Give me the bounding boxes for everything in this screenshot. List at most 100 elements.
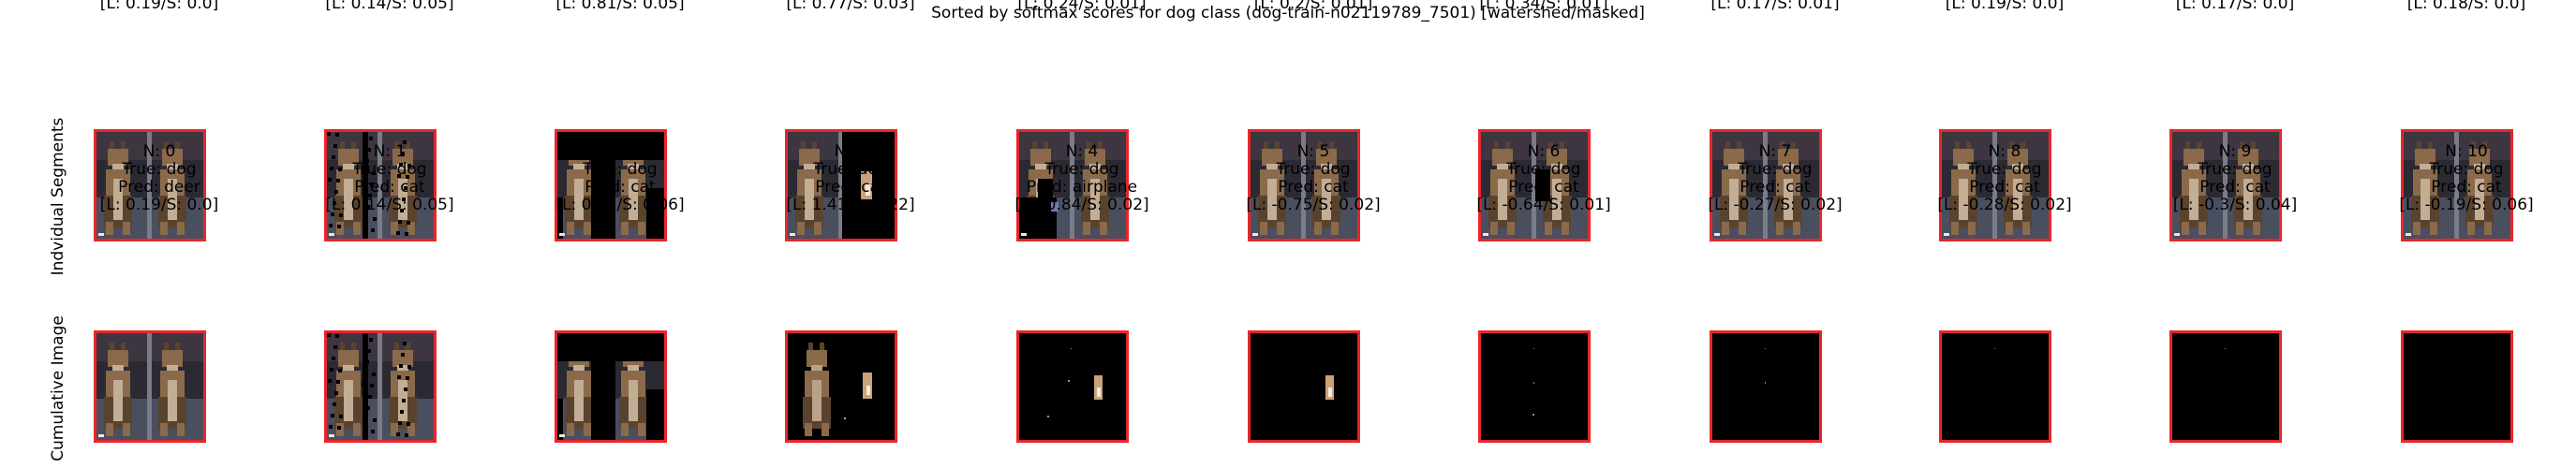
cell-title-scores: [L: 0.17/S: 0.0] (2175, 0, 2295, 13)
segment-image-content (2404, 132, 2510, 239)
cell-title-index: N: 8 (1988, 142, 2021, 161)
cell-title-index: N: 4 (1065, 142, 1099, 161)
row-label-text: Cumulative Image (49, 315, 67, 461)
segment-image-content (1942, 132, 2049, 239)
cell-title-scores: [L: -0.64/S: 0.01] (1476, 196, 1611, 214)
segment-image-content (557, 333, 664, 440)
segment-image (1248, 330, 1360, 443)
cell-title-scores: [L: -0.27/S: 0.02] (1708, 196, 1843, 214)
cell-title-scores: [L: 0.2/S: 0.01] (1253, 0, 1373, 13)
cell-title-scores: [L: 0.19/S: 0.0] (1945, 0, 2065, 13)
segment-image (2169, 330, 2282, 443)
cell-title-prediction: Pred: cat (1740, 178, 1811, 197)
cell-title-prediction: Pred: cat (354, 178, 425, 197)
segment-image-content (1019, 132, 1126, 239)
cell-title-index: N: 1 (373, 142, 407, 161)
cell-title-true-label: True: dog (1967, 160, 2042, 179)
segment-image (1478, 129, 1591, 241)
cell-title-scores: [L: 1.41/S: 0.22] (786, 196, 915, 214)
cell-title-index: N: 0 (142, 142, 176, 161)
cell-title-scores: [L: -0.19/S: 0.06] (2399, 196, 2534, 214)
cell-title-prediction: Pred: cat (1508, 178, 1579, 197)
segment-image-content (1942, 333, 2049, 440)
cell-title-scores: [L: 0.24/S: 0.01] (1017, 0, 1147, 13)
segment-image-content (327, 333, 434, 440)
cell-title-scores: [L: -0.3/S: 0.04] (2172, 196, 2298, 214)
segment-image (1710, 129, 1822, 241)
cell-title-true-label: True: dog (2198, 160, 2273, 179)
cell-title-index: N: 9 (2218, 142, 2252, 161)
cell-title-index: N: 5 (1296, 142, 1330, 161)
segment-image (785, 129, 897, 241)
cell-title-true-label: True: dog (1506, 160, 1581, 179)
cell-title-scores: [L: 0.14/S: 0.05] (325, 196, 454, 214)
segment-image-content (788, 333, 895, 440)
segment-image-content (96, 132, 203, 239)
segment-image (2401, 129, 2513, 241)
segment-image-content (2172, 333, 2279, 440)
cell-title-scores: [L: 0.19/S: 0.0] (99, 0, 219, 13)
segment-image (555, 330, 667, 443)
cell-title-true-label: True: dog (1276, 160, 1351, 179)
segment-image-content (1712, 132, 1819, 239)
segment-image-content (1481, 132, 1588, 239)
cell-title-true-label: True: dog (583, 160, 658, 179)
segment-image (1016, 129, 1129, 241)
segment-image-content (557, 132, 664, 239)
cell-title-scores: [L: -0.75/S: 0.02] (1246, 196, 1381, 214)
segment-image (555, 129, 667, 241)
segment-image-content (2404, 333, 2510, 440)
cell-title-scores: [L: 0.77/S: 0.03] (786, 0, 915, 13)
cell-title-prediction: Pred: cat (585, 178, 656, 197)
segment-image (1016, 330, 1129, 443)
cell-title-true-label: True: dog (352, 160, 427, 179)
cell-title-scores: [L: 0.92/S: 0.06] (555, 196, 685, 214)
segment-image (2169, 129, 2282, 241)
segment-image (1939, 330, 2051, 443)
cell-title-prediction: Pred: airplane (1026, 178, 1138, 197)
segment-image-content (1251, 333, 1357, 440)
cell-title-true-label: True: dog (813, 160, 888, 179)
cell-title-scores: [L: 0.81/S: 0.05] (555, 0, 685, 13)
cell-title-prediction: Pred: cat (1278, 178, 1349, 197)
cell-title-true-label: True: dog (122, 160, 197, 179)
segment-image (94, 129, 206, 241)
segment-image-content (1251, 132, 1357, 239)
cell-title-true-label: True: dog (2429, 160, 2504, 179)
segment-image (1939, 129, 2051, 241)
cell-title-prediction: Pred: cat (1969, 178, 2040, 197)
cell-title-true-label: True: dog (1738, 160, 1813, 179)
cell-title-prediction: Pred: cat (815, 178, 886, 197)
cell-title-true-label: True: dog (1044, 160, 1119, 179)
segment-image (324, 129, 437, 241)
cell-title-scores: [L: 0.14/S: 0.05] (325, 0, 454, 13)
cell-title-scores: [L: 0.18/S: 0.0] (2406, 0, 2526, 13)
cell-title-index: N: 10 (2445, 142, 2488, 161)
segment-image-content (1481, 333, 1588, 440)
cell-title-index: N: 6 (1527, 142, 1561, 161)
cell-title-prediction: Pred: cat (2431, 178, 2502, 197)
cell-title-scores: [L: 0.17/S: 0.01] (1710, 0, 1840, 13)
segment-image (1478, 330, 1591, 443)
cell-title-index: N: 2 (603, 142, 637, 161)
segment-image (785, 330, 897, 443)
segment-image-content (1019, 333, 1126, 440)
segment-image-content (1712, 333, 1819, 440)
